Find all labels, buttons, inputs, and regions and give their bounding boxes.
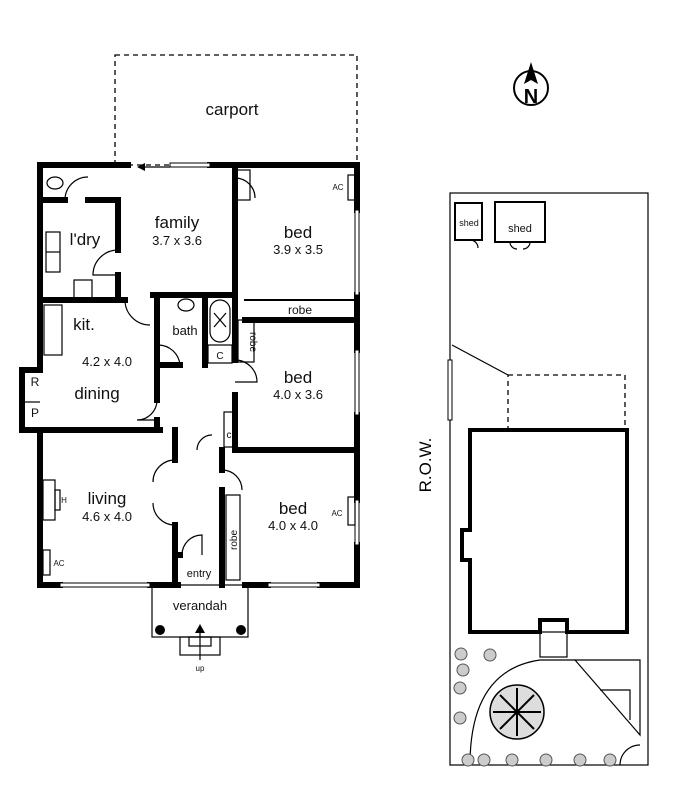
- shed-large: [494, 201, 546, 243]
- robe-label-bed3: robe: [229, 530, 240, 550]
- site-carport: [507, 374, 626, 431]
- shed-label-small: shed: [459, 218, 479, 228]
- row-label: R.O.W.: [416, 438, 435, 493]
- bed1-label: bed: [284, 223, 312, 242]
- robe-label: robe: [288, 303, 312, 317]
- north-label: N: [524, 86, 538, 108]
- closet-label: C: [216, 351, 223, 362]
- inner-walls: [37, 162, 360, 588]
- up-label: up: [196, 664, 205, 673]
- shed-label-large: shed: [508, 223, 532, 235]
- basin-icon: [177, 298, 195, 312]
- tree-icon: [489, 684, 545, 740]
- kitchen-label: kit.: [73, 315, 95, 334]
- verandah-label: verandah: [173, 598, 227, 613]
- ac-label-bed1: AC: [332, 183, 343, 192]
- bed2-label: bed: [284, 368, 312, 387]
- living-label: living: [88, 489, 127, 508]
- bath-label: bath: [172, 323, 197, 338]
- bed3-label: bed: [279, 499, 307, 518]
- living-size: 4.6 x 4.0: [82, 509, 132, 524]
- heater-label: H: [61, 496, 67, 505]
- p-label: P: [31, 406, 39, 420]
- site-boundary: [449, 192, 649, 766]
- family-size: 3.7 x 3.6: [152, 233, 202, 248]
- site-plan: shed shed R.O.W.: [416, 192, 649, 767]
- bed3-size: 4.0 x 4.0: [268, 518, 318, 533]
- shed-small: [454, 202, 483, 241]
- carport-label: carport: [206, 100, 259, 119]
- door-swings: [64, 176, 258, 556]
- entry-label: entry: [187, 568, 212, 580]
- laundry-label: l'dry: [70, 230, 101, 249]
- kitchen-sink-icon: [43, 304, 63, 356]
- family-label: family: [155, 213, 200, 232]
- ac-label-living: AC: [53, 559, 64, 568]
- bed1-size: 3.9 x 3.5: [273, 242, 323, 257]
- stove-icon: [73, 279, 93, 299]
- north-compass-icon: N: [513, 62, 549, 108]
- ac-label-bed3: AC: [331, 509, 342, 518]
- closet-label-lower: c: [227, 430, 232, 441]
- toilet-icon: [46, 176, 64, 190]
- room-labels: family 3.7 x 3.6 bed 3.9 x 3.5 robe bed …: [31, 183, 344, 673]
- bathtub-icon: [209, 299, 231, 343]
- heater-icon: [42, 479, 56, 521]
- dining-label: dining: [74, 384, 119, 403]
- fixtures: [24, 169, 356, 581]
- r-label: R: [31, 375, 40, 389]
- bed2-size: 4.0 x 3.6: [273, 387, 323, 402]
- shrubs: [453, 647, 617, 767]
- robe-label-vertical: robe: [247, 332, 258, 352]
- dining-size: 4.2 x 4.0: [82, 354, 132, 369]
- site-house: [460, 428, 629, 634]
